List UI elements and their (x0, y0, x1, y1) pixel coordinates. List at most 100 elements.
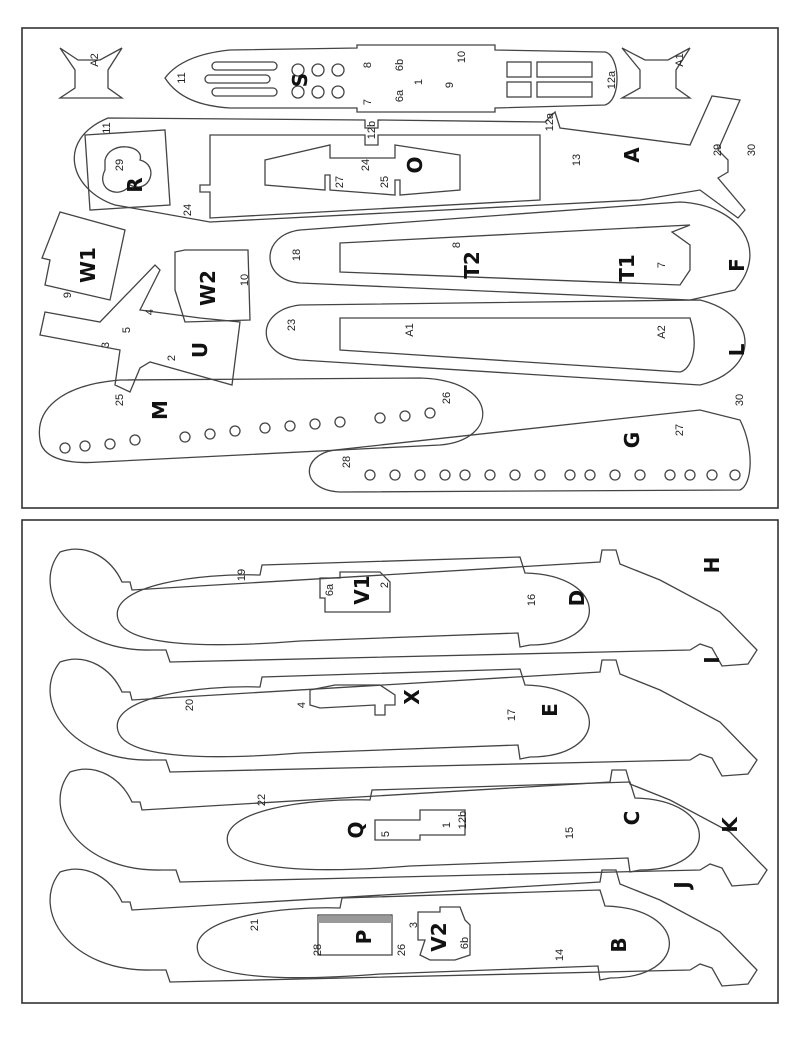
window-hole (664, 469, 676, 481)
tab-number-label: 6b (394, 59, 406, 71)
window-hole (684, 469, 696, 481)
part-M-outline (38, 377, 484, 464)
tab-number-label: 22 (256, 794, 268, 806)
part-label-B: B (607, 937, 631, 952)
window-hole (534, 469, 546, 481)
tab-number-label: 4 (144, 309, 156, 315)
tab-number-label: 21 (249, 919, 261, 931)
part-I-outline (49, 658, 758, 777)
tab-number-label: 28 (341, 456, 353, 468)
part-label-S: S (288, 73, 312, 87)
tab-number-label: 15 (564, 827, 576, 839)
part-W1-outline (41, 211, 126, 301)
tab-number-label: 28 (312, 944, 324, 956)
part-V1-outline (319, 571, 391, 613)
part-label-W2: W2 (196, 270, 220, 306)
part-label-O: O (403, 156, 427, 173)
part-label-R: R (123, 177, 147, 192)
tab-number-label: 1 (441, 822, 453, 828)
part-L-outline (265, 299, 746, 386)
tab-number-label: 24 (360, 159, 372, 171)
tab-number-label: 9 (62, 292, 74, 298)
tab-number-label: 26 (441, 392, 453, 404)
window-hole (179, 431, 191, 443)
part-label-K: K (718, 816, 742, 833)
tab-number-label: 6b (459, 937, 471, 949)
tab-number-label: 27 (334, 176, 346, 188)
window-hole (59, 442, 71, 454)
part-F-inner (339, 224, 691, 286)
part-label-V1: V1 (350, 575, 374, 604)
part-O-wing (264, 144, 461, 196)
tab-number-label: 10 (456, 51, 468, 63)
tab-number-label: A1 (674, 53, 686, 66)
tab-number-label: 3 (100, 342, 112, 348)
tab-number-label: 30 (734, 394, 746, 406)
tab-number-label: 16 (526, 594, 538, 606)
tab-number-label: 5 (380, 831, 392, 837)
window-hole (389, 469, 401, 481)
part-Q-outline (374, 809, 466, 841)
part-E-outline (116, 668, 591, 760)
part-label-M: M (148, 400, 172, 420)
window-hole (259, 422, 271, 434)
part-label-F: F (725, 258, 749, 272)
stand-A2 (57, 47, 125, 99)
tab-number-label: 5 (121, 327, 133, 333)
tab-number-label: 13 (571, 154, 583, 166)
window-hole (634, 469, 646, 481)
tab-number-label: A2 (89, 53, 101, 66)
window-hole (706, 469, 718, 481)
window-hole (309, 418, 321, 430)
part-label-A: A (620, 147, 644, 163)
part-U-outline (39, 264, 241, 393)
tab-number-label: A2 (656, 325, 668, 338)
part-H-outline (49, 548, 758, 667)
tab-number-label: A1 (404, 323, 416, 336)
window-hole (439, 469, 451, 481)
part-label-C: C (620, 811, 644, 826)
window-hole (79, 440, 91, 452)
window-hole (204, 428, 216, 440)
tab-number-label: 23 (286, 319, 298, 331)
tab-number-label: 14 (554, 949, 566, 961)
tab-number-label: 24 (182, 204, 194, 216)
bottom-panel-border (21, 519, 779, 1004)
part-label-L: L (725, 343, 749, 356)
tab-number-label: 30 (746, 144, 758, 156)
tab-number-label: 9 (444, 82, 456, 88)
tab-number-label: 12a (544, 112, 556, 131)
window-hole (414, 469, 426, 481)
tab-number-label: 29 (712, 144, 724, 156)
window-hole (129, 434, 141, 446)
part-label-T1: T1 (615, 254, 639, 282)
tab-number-label: 17 (506, 709, 518, 721)
tab-number-label: 2 (379, 582, 391, 588)
window-hole (564, 469, 576, 481)
window-hole (229, 425, 241, 437)
tab-number-label: 2 (166, 355, 178, 361)
part-label-U: U (188, 342, 212, 358)
tab-number-label: 27 (674, 424, 686, 436)
part-A-outline (73, 95, 746, 223)
part-L-inner (339, 317, 695, 373)
window-hole (609, 469, 621, 481)
tab-number-label: 7 (656, 262, 668, 268)
part-O-outline (199, 134, 541, 219)
part-G-outline (308, 409, 751, 493)
part-label-J: J (670, 881, 694, 890)
tab-number-label: 12b (457, 811, 469, 829)
part-label-D: D (565, 590, 589, 607)
window-hole (584, 469, 596, 481)
window-hole (334, 416, 346, 428)
part-W2-outline (174, 249, 251, 323)
part-label-W1: W1 (76, 247, 100, 283)
tab-number-label: 19 (236, 569, 248, 581)
part-P-scale-strip (318, 916, 392, 923)
window-holes (59, 407, 741, 481)
part-R-propeller (102, 146, 152, 193)
part-label-Q: Q (344, 821, 368, 838)
window-hole (374, 412, 386, 424)
part-label-H: H (700, 557, 724, 574)
tab-number-label: 6a (394, 89, 406, 102)
